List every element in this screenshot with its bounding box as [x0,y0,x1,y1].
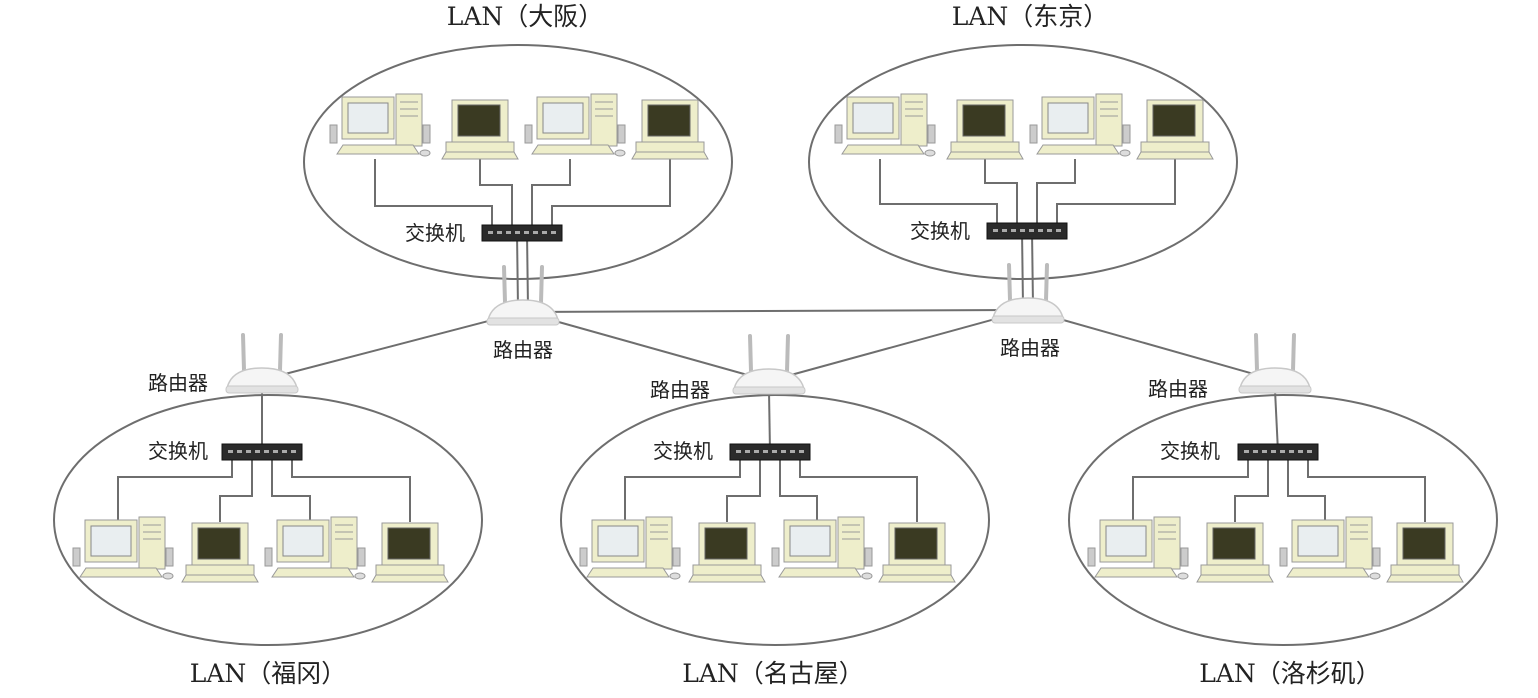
lan-title-fukuoka: LAN（福冈） [190,659,347,688]
cable [479,159,513,233]
router-label-losangeles: 路由器 [1148,377,1208,401]
lan-boundary-nagoya [560,394,990,646]
switch-label-nagoya: 交换机 [653,439,713,463]
router-label-tokyo: 路由器 [1000,336,1060,360]
router-icon [1238,333,1312,394]
computer-icon [631,99,709,160]
computer-icon [1196,522,1274,583]
router-icon [225,333,299,394]
cable [291,452,411,522]
switch-label-tokyo: 交换机 [910,219,970,243]
router-label-nagoya: 路由器 [650,378,710,402]
computer-icon [264,516,366,580]
lan-title-osaka: LAN（大阪） [447,2,604,31]
cable [1056,159,1176,231]
cable [1234,452,1269,522]
computer-icon [1279,516,1381,580]
computer-icon [946,99,1024,160]
computer-icon [579,516,681,580]
wan-link [261,311,524,381]
switch-icon [221,443,303,461]
cable [779,452,818,522]
switch-icon [729,443,811,461]
wan-link [768,309,1029,382]
lan-title-losangeles: LAN（洛杉矶） [1199,659,1381,688]
cable [1036,159,1076,231]
computer-icon [371,522,449,583]
lan-nagoya: LAN（名古屋） 交换机 路由器 [560,334,990,688]
computer-icon [1386,522,1464,583]
cable [531,159,571,233]
computer-icon [181,522,259,583]
computer-icon [834,93,936,157]
cable [374,159,493,233]
cable [1132,452,1249,522]
switch-icon [1237,443,1319,461]
cable [984,159,1018,231]
router-label-osaka: 路由器 [493,338,553,362]
cable [879,159,998,231]
lan-boundary-fukuoka [53,394,483,646]
switch-label-fukuoka: 交换机 [148,439,208,463]
computer-icon [688,522,766,583]
router-label-fukuoka: 路由器 [148,371,208,395]
cable [726,452,761,522]
cable [117,452,233,522]
router-icon [991,263,1065,324]
switch-icon [986,222,1068,240]
lan-losangeles: LAN（洛杉矶） 交换机 路由器 [1068,333,1498,688]
computer-icon [1136,99,1214,160]
computer-icon [878,522,956,583]
wan-link [522,309,1029,313]
computer-icon [329,93,431,157]
computer-icon [524,93,626,157]
switch-icon [481,224,563,242]
cable [1287,452,1326,522]
lan-fukuoka: LAN（福冈） 交换机 路由器 [53,333,483,688]
computer-icon [1029,93,1131,157]
lan-boundary-losangeles [1068,394,1498,646]
wan-link [1027,309,1276,381]
switch-label-osaka: 交换机 [405,221,465,245]
computer-icon [72,516,174,580]
cable [624,452,741,522]
computer-icon [1087,516,1189,580]
switch-label-losangeles: 交换机 [1160,439,1220,463]
cable [551,159,671,233]
lan-title-tokyo: LAN（东京） [952,2,1109,31]
cable [219,452,253,522]
router-icon [732,334,806,395]
lan-tokyo: LAN（东京） 交换机 路由器 [808,2,1238,360]
computer-icon [441,99,519,160]
wan-links [261,309,1276,382]
cable [799,452,918,522]
cable [1307,452,1426,522]
wan-link [522,311,770,382]
cable [271,452,311,522]
computer-icon [771,516,873,580]
router-icon [486,265,560,326]
lan-title-nagoya: LAN（名古屋） [682,659,864,688]
lan-osaka: LAN（大阪） 交换机 路由器 [303,2,733,362]
